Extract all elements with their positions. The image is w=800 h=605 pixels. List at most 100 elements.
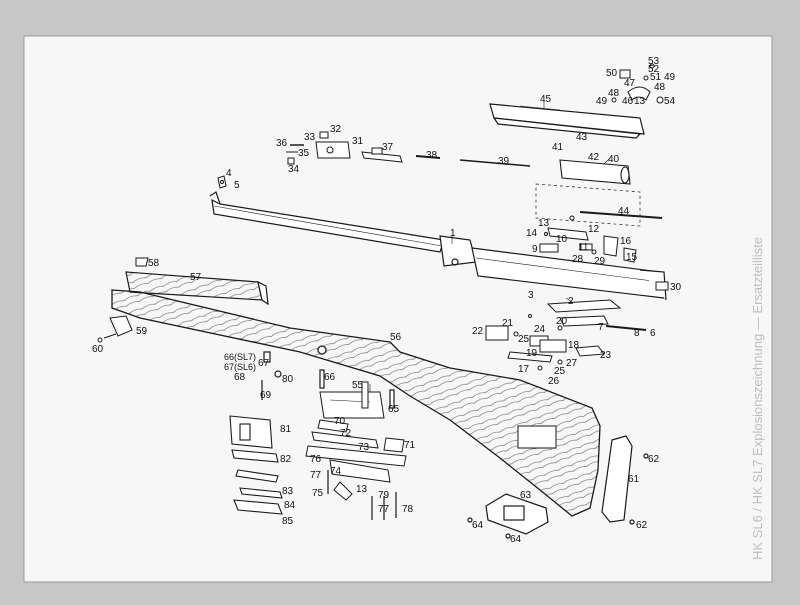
trigger-mechanism-parts	[485, 314, 605, 371]
label-75: 75	[312, 488, 324, 499]
trigger-plate-part-2	[546, 299, 647, 331]
label-73: 73	[358, 442, 370, 453]
rotated-caption: HK SL6 / HK SL7 Explosionszeichnung — Er…	[750, 237, 765, 560]
label-35: 35	[298, 148, 310, 159]
label-78: 78	[402, 504, 414, 515]
label-50: 50	[606, 68, 618, 79]
handguard-cap-part-31	[286, 131, 351, 165]
label-32: 32	[330, 124, 342, 135]
label-16: 16	[620, 236, 632, 247]
label-67sl6: 67(SL6)	[224, 362, 256, 372]
label-56: 56	[390, 332, 402, 343]
part-labels: 1 2 3 4 5 6 7 8 9 10 11 12 13 14 15 16 1…	[92, 56, 682, 545]
label-13: 13	[538, 218, 550, 229]
label-29: 29	[594, 256, 606, 267]
label-49b: 49	[664, 72, 676, 83]
label-9: 9	[532, 244, 538, 255]
rod-part-39	[459, 159, 531, 167]
label-42: 42	[588, 152, 600, 163]
label-8: 8	[634, 328, 640, 339]
label-81: 81	[280, 424, 292, 435]
magazine-parts	[229, 415, 283, 515]
label-44: 44	[618, 206, 630, 217]
label-25: 25	[518, 334, 530, 345]
label-37: 37	[382, 142, 394, 153]
label-17: 17	[518, 364, 530, 375]
label-36: 36	[276, 138, 288, 149]
label-39: 39	[498, 156, 510, 167]
label-61: 61	[628, 474, 640, 485]
label-2: 2	[568, 296, 574, 307]
label-13b: 13	[634, 96, 646, 107]
label-12: 12	[588, 224, 600, 235]
label-57: 57	[190, 272, 202, 283]
label-48b: 48	[654, 82, 666, 93]
top-cover-part-45	[489, 103, 645, 139]
spring-part-38	[415, 155, 441, 159]
receiver-housing	[471, 247, 667, 301]
label-40: 40	[608, 154, 620, 165]
label-80: 80	[282, 374, 294, 385]
label-60: 60	[92, 344, 104, 355]
label-58: 58	[148, 258, 160, 269]
label-30: 30	[670, 282, 682, 293]
label-11: 11	[578, 242, 589, 253]
label-24: 24	[534, 324, 546, 335]
trigger-guard-parts	[305, 419, 407, 501]
label-14: 14	[526, 228, 538, 239]
label-63: 63	[520, 490, 532, 501]
label-62: 62	[648, 454, 660, 465]
label-84: 84	[284, 500, 296, 511]
label-20: 20	[556, 316, 568, 327]
label-70: 70	[334, 416, 346, 427]
label-55: 55	[352, 380, 364, 391]
recoil-spring-part-44	[579, 211, 663, 219]
label-82: 82	[280, 454, 292, 465]
label-31: 31	[352, 136, 364, 147]
label-69: 69	[260, 390, 272, 401]
label-77: 77	[310, 470, 322, 481]
label-64b: 64	[510, 534, 522, 545]
bolt-carrier-part-40	[559, 159, 631, 185]
label-18: 18	[568, 340, 580, 351]
label-66sl7: 66(SL7)	[224, 352, 256, 362]
label-10: 10	[556, 234, 568, 245]
label-47: 47	[624, 78, 636, 89]
bolt-carrier-outline	[535, 183, 641, 227]
rear-sight-cluster	[611, 63, 664, 104]
label-59: 59	[136, 326, 148, 337]
label-48: 48	[608, 88, 620, 99]
label-51: 51	[650, 72, 662, 83]
front-sight-part-4	[217, 175, 227, 189]
pins-and-screws	[261, 351, 397, 520]
buttplate-part-61	[601, 435, 649, 525]
label-62b: 62	[636, 520, 648, 531]
label-3: 3	[528, 290, 534, 301]
label-38: 38	[426, 150, 438, 161]
label-79: 79	[378, 490, 390, 501]
plate-part-63	[467, 493, 549, 539]
label-13c: 13	[356, 484, 368, 495]
trigger-housing-part-55	[319, 381, 385, 419]
label-72: 72	[340, 428, 352, 439]
label-46: 46	[622, 96, 634, 107]
label-54: 54	[664, 96, 676, 107]
label-65: 65	[388, 404, 400, 415]
stock-part-56	[111, 289, 601, 517]
label-6: 6	[650, 328, 656, 339]
label-22: 22	[472, 326, 484, 337]
part-30-buffer	[655, 281, 669, 291]
label-71: 71	[404, 440, 416, 451]
label-76: 76	[310, 454, 322, 465]
label-34: 34	[288, 164, 300, 175]
label-52: 52	[648, 64, 660, 75]
label-33: 33	[304, 132, 316, 143]
label-15: 15	[626, 252, 638, 263]
label-68: 68	[234, 372, 246, 383]
small-parts-group	[539, 215, 637, 263]
label-4: 4	[226, 168, 232, 179]
label-27: 27	[566, 358, 578, 369]
label-66: 66	[324, 372, 336, 383]
